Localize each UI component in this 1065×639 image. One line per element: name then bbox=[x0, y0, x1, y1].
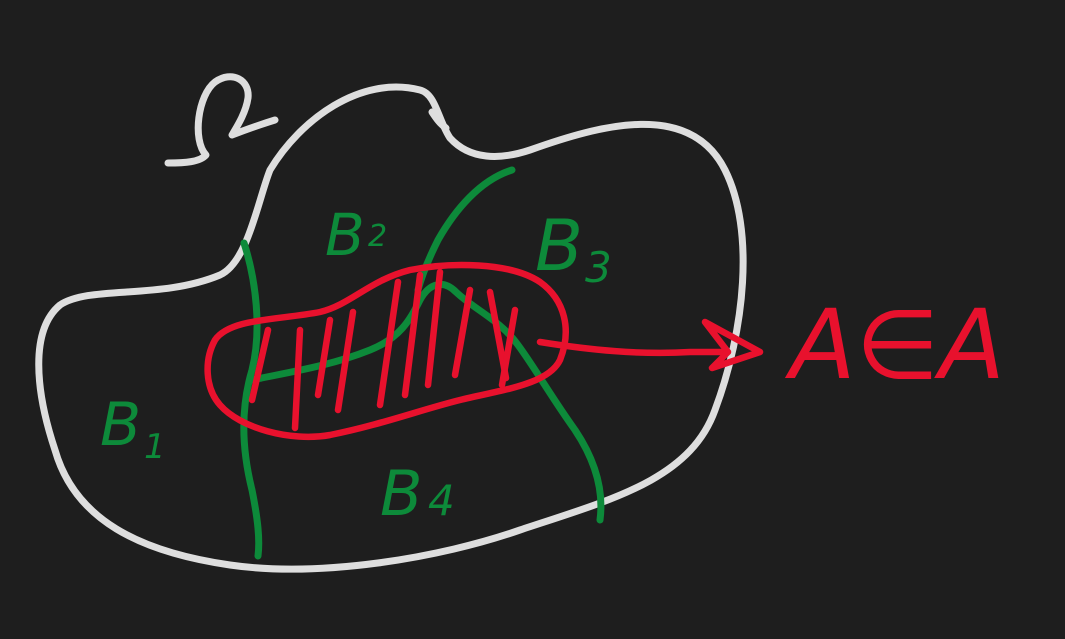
partition-line-b2-b4 bbox=[248, 281, 605, 524]
label-b1: B 1 bbox=[100, 390, 166, 467]
set-a-region bbox=[204, 261, 569, 441]
label-b3: B 3 bbox=[535, 205, 612, 292]
set-a-hatching bbox=[248, 268, 519, 432]
label-b1-letter: B bbox=[100, 390, 141, 460]
outline-notch bbox=[428, 108, 450, 132]
label-b4-subscript: 4 bbox=[428, 476, 455, 525]
universe-outline bbox=[35, 83, 747, 573]
label-b1-subscript: 1 bbox=[144, 427, 166, 467]
label-b2: B 2 bbox=[325, 201, 387, 269]
omega-symbol bbox=[164, 73, 279, 167]
label-b3-letter: B bbox=[535, 205, 583, 287]
label-b4: B 4 bbox=[380, 457, 455, 530]
label-b3-subscript: 3 bbox=[585, 243, 612, 292]
label-b2-subscript: 2 bbox=[368, 219, 387, 254]
arrow-to-label bbox=[536, 318, 764, 372]
partition-line-b1-b2 bbox=[240, 239, 263, 560]
label-b4-letter: B bbox=[380, 457, 423, 530]
label-b2-letter: B bbox=[325, 201, 365, 269]
label-a-in-a: A∈A bbox=[784, 289, 1005, 401]
partition-line-b2-b3 bbox=[414, 166, 516, 294]
